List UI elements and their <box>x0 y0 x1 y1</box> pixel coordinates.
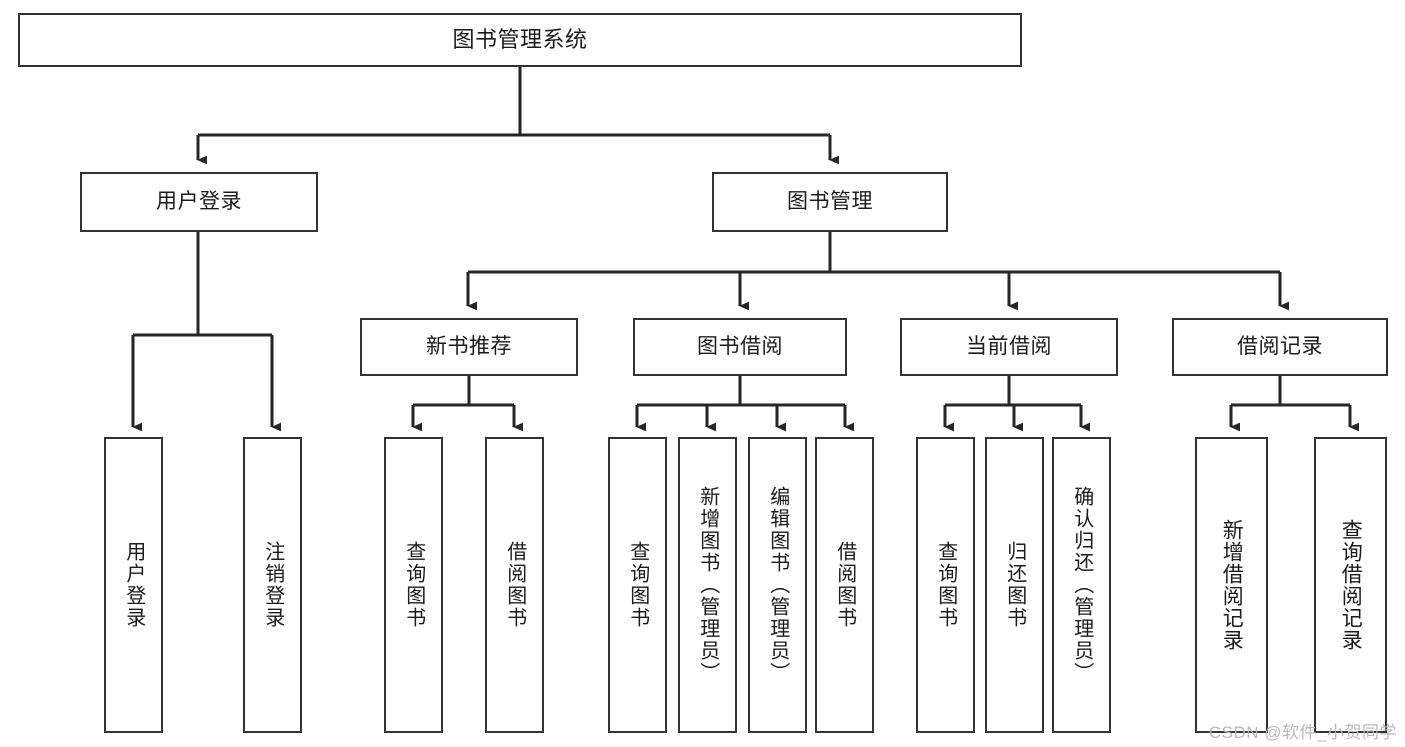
leaf-book-borrow-borrow[interactable]: 借阅图书 <box>815 437 874 733</box>
node-user-login-label: 用户登录 <box>156 189 242 213</box>
leaf-user-login-logout-label: 注销登录 <box>261 541 284 629</box>
leaf-book-borrow-edit[interactable]: 编辑图书（管理员） <box>748 437 807 733</box>
node-book-management[interactable]: 图书管理 <box>712 172 948 232</box>
leaf-borrow-record-add[interactable]: 新增借阅记录 <box>1195 437 1268 733</box>
leaf-book-borrow-add[interactable]: 新增图书（管理员） <box>678 437 737 733</box>
leaf-user-login-login-label: 用户登录 <box>122 541 145 629</box>
leaf-current-borrow-confirm-label: 确认归还（管理员） <box>1070 486 1093 684</box>
leaf-new-book-query[interactable]: 查询图书 <box>384 437 443 733</box>
leaf-new-book-query-label: 查询图书 <box>402 541 425 629</box>
leaf-current-borrow-confirm[interactable]: 确认归还（管理员） <box>1052 437 1111 733</box>
node-borrow-record[interactable]: 借阅记录 <box>1172 318 1388 376</box>
leaf-borrow-record-query-label: 查询借阅记录 <box>1339 519 1363 651</box>
leaf-current-borrow-query[interactable]: 查询图书 <box>916 437 975 733</box>
leaf-book-borrow-query[interactable]: 查询图书 <box>608 437 667 733</box>
leaf-book-borrow-add-label: 新增图书（管理员） <box>696 486 719 684</box>
leaf-new-book-borrow-label: 借阅图书 <box>503 541 526 629</box>
node-root-label: 图书管理系统 <box>452 27 588 53</box>
watermark-text: CSDN @软件_小贺同学 <box>1208 723 1397 742</box>
leaf-current-borrow-query-label: 查询图书 <box>934 541 957 629</box>
node-current-borrow-label: 当前借阅 <box>966 334 1052 358</box>
leaf-book-borrow-edit-label: 编辑图书（管理员） <box>766 486 789 684</box>
node-new-book-recommend-label: 新书推荐 <box>426 334 512 358</box>
leaf-new-book-borrow[interactable]: 借阅图书 <box>485 437 544 733</box>
leaf-current-borrow-return[interactable]: 归还图书 <box>985 437 1044 733</box>
leaf-borrow-record-add-label: 新增借阅记录 <box>1220 519 1244 651</box>
node-root[interactable]: 图书管理系统 <box>18 13 1022 67</box>
leaf-user-login-logout[interactable]: 注销登录 <box>243 437 302 733</box>
node-current-borrow[interactable]: 当前借阅 <box>900 318 1118 376</box>
leaf-user-login-login[interactable]: 用户登录 <box>104 437 163 733</box>
node-borrow-record-label: 借阅记录 <box>1237 334 1323 358</box>
leaf-book-borrow-query-label: 查询图书 <box>626 541 649 629</box>
node-book-management-label: 图书管理 <box>787 189 873 213</box>
node-new-book-recommend[interactable]: 新书推荐 <box>360 318 578 376</box>
node-book-borrow[interactable]: 图书借阅 <box>633 318 847 376</box>
leaf-book-borrow-borrow-label: 借阅图书 <box>833 541 856 629</box>
leaf-borrow-record-query[interactable]: 查询借阅记录 <box>1314 437 1387 733</box>
node-user-login[interactable]: 用户登录 <box>80 172 318 232</box>
node-book-borrow-label: 图书借阅 <box>697 334 783 358</box>
leaf-current-borrow-return-label: 归还图书 <box>1003 541 1026 629</box>
